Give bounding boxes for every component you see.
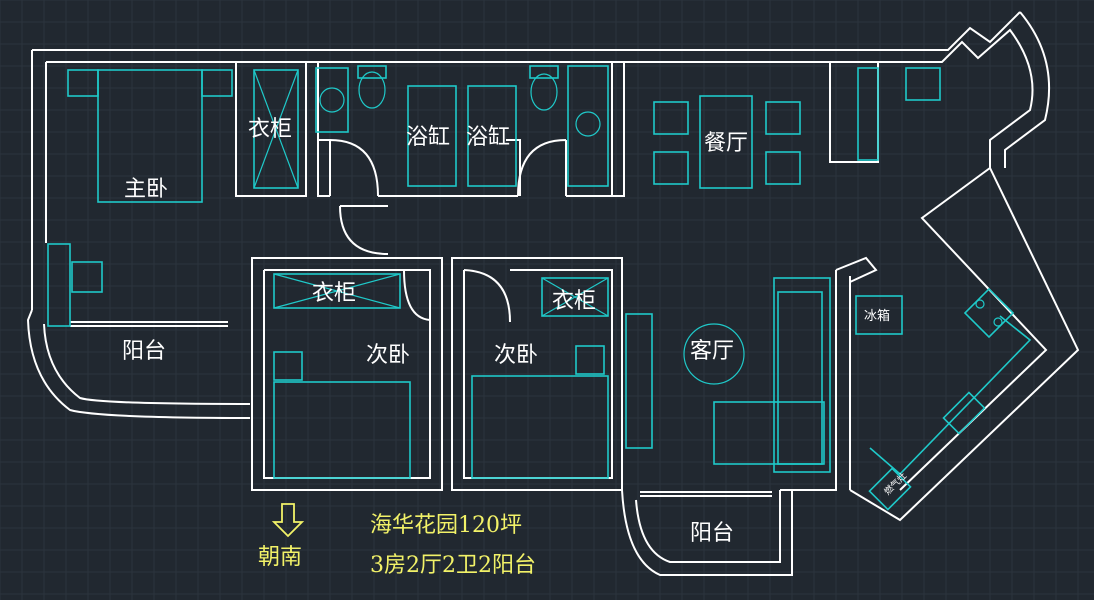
nightstand-right xyxy=(201,69,233,97)
dining-chair-4 xyxy=(765,151,801,185)
sofa-chaise xyxy=(713,401,825,465)
balcony-cabinet xyxy=(47,243,71,327)
label-bathtub-right: 浴缸 xyxy=(466,125,510,150)
fridge xyxy=(855,295,903,335)
bathtub-left xyxy=(407,85,457,187)
outer-wall-top xyxy=(32,11,1051,168)
kitchen-counter xyxy=(869,315,1032,476)
master-bed xyxy=(97,69,203,203)
bathtub-right xyxy=(467,85,517,187)
sink-counter-right xyxy=(567,65,609,187)
sofa-back xyxy=(777,291,823,465)
nightstand-second-a xyxy=(273,351,303,381)
wall-kitchen xyxy=(849,166,1080,522)
south-arrow-icon xyxy=(271,503,305,538)
label-second-bedroom-a: 次卧 xyxy=(366,343,410,368)
coffee-table xyxy=(683,323,745,385)
label-refrigerator: 冰箱 xyxy=(864,308,890,324)
toilet-tank-right xyxy=(529,65,559,79)
label-second-bedroom-b: 次卧 xyxy=(494,343,538,368)
label-orientation: 朝南 xyxy=(258,545,302,570)
outer-wall-top-inner xyxy=(46,28,1034,168)
label-dining-room: 餐厅 xyxy=(704,131,748,156)
toilet-tank-left xyxy=(357,65,387,79)
kitchen-sink xyxy=(942,391,986,435)
balcony-south-rail xyxy=(640,491,772,497)
nightstand-second-b xyxy=(575,345,605,375)
door-bedroom-b xyxy=(463,269,511,323)
wall-bedroom-a xyxy=(251,257,443,491)
dining-chair-1 xyxy=(653,101,689,135)
caption: 海华花园120坪 3房2厅2卫2阳台 xyxy=(370,513,536,578)
dining-column-shelf xyxy=(857,67,879,161)
wardrobe-master-x xyxy=(253,69,299,189)
label-wardrobe-master: 衣柜 xyxy=(248,117,292,142)
sink-left xyxy=(319,87,345,113)
toilet-bowl-left xyxy=(358,71,386,109)
caption-line-2: 3房2厅2卫2阳台 xyxy=(370,553,536,578)
wardrobe-second-a-x xyxy=(273,273,401,309)
dining-chair-2 xyxy=(653,151,689,185)
wardrobe-second-b-x xyxy=(541,277,609,317)
sink-counter-left xyxy=(315,67,349,133)
wardrobe-second-a xyxy=(273,273,401,309)
door-corridor xyxy=(339,205,389,255)
balcony-west-wall xyxy=(26,309,251,419)
dining-table xyxy=(699,95,753,189)
tv-cabinet xyxy=(625,313,653,449)
dining-column xyxy=(829,62,879,163)
label-balcony-west: 阳台 xyxy=(122,339,166,364)
caption-line-1: 海华花园120坪 xyxy=(370,513,522,538)
stove-burner-2 xyxy=(993,317,1003,327)
label-master-bedroom: 主卧 xyxy=(124,177,168,202)
label-wardrobe-second-a: 衣柜 xyxy=(312,281,356,306)
wall-master-right xyxy=(235,62,307,197)
wardrobe-second-b xyxy=(541,277,609,317)
balcony-south-wall xyxy=(621,489,793,576)
orientation-marker: 朝南 xyxy=(258,503,305,570)
walls xyxy=(26,11,1080,576)
furniture xyxy=(47,65,1032,511)
door-bedroom-a xyxy=(403,269,431,321)
nightstand-left xyxy=(67,69,99,97)
bed-second-b xyxy=(471,375,609,479)
label-bathtub-left: 浴缸 xyxy=(406,125,450,150)
door-bath-left xyxy=(329,139,379,197)
wall-bath-left xyxy=(317,62,330,197)
wall-fridge-notch xyxy=(835,256,878,283)
wall-bedroom-b-inner xyxy=(463,269,613,479)
cabinet-top-right xyxy=(905,67,941,101)
wardrobe-master xyxy=(253,69,299,189)
stove-burner-1 xyxy=(975,299,985,309)
door-bath-right xyxy=(517,139,567,197)
sink-right xyxy=(575,111,601,137)
bed-second-a xyxy=(273,381,411,479)
label-wardrobe-second-b: 衣柜 xyxy=(552,289,596,314)
toilet-bowl-right xyxy=(530,73,558,111)
balcony-washer xyxy=(71,261,103,293)
label-balcony-south: 阳台 xyxy=(690,521,734,546)
room-labels: 主卧 衣柜 浴缸 浴缸 餐厅 阳台 衣柜 次卧 衣柜 次卧 客厅 冰箱 阳台 燃… xyxy=(122,117,909,546)
wall-living-right xyxy=(780,270,851,491)
wall-dining-left xyxy=(612,62,625,197)
sofa-long xyxy=(773,277,831,473)
dining-chair-3 xyxy=(765,101,801,135)
label-living-room: 客厅 xyxy=(690,339,734,364)
gas-stove-box xyxy=(868,467,912,511)
balcony-west-rail xyxy=(70,321,228,327)
